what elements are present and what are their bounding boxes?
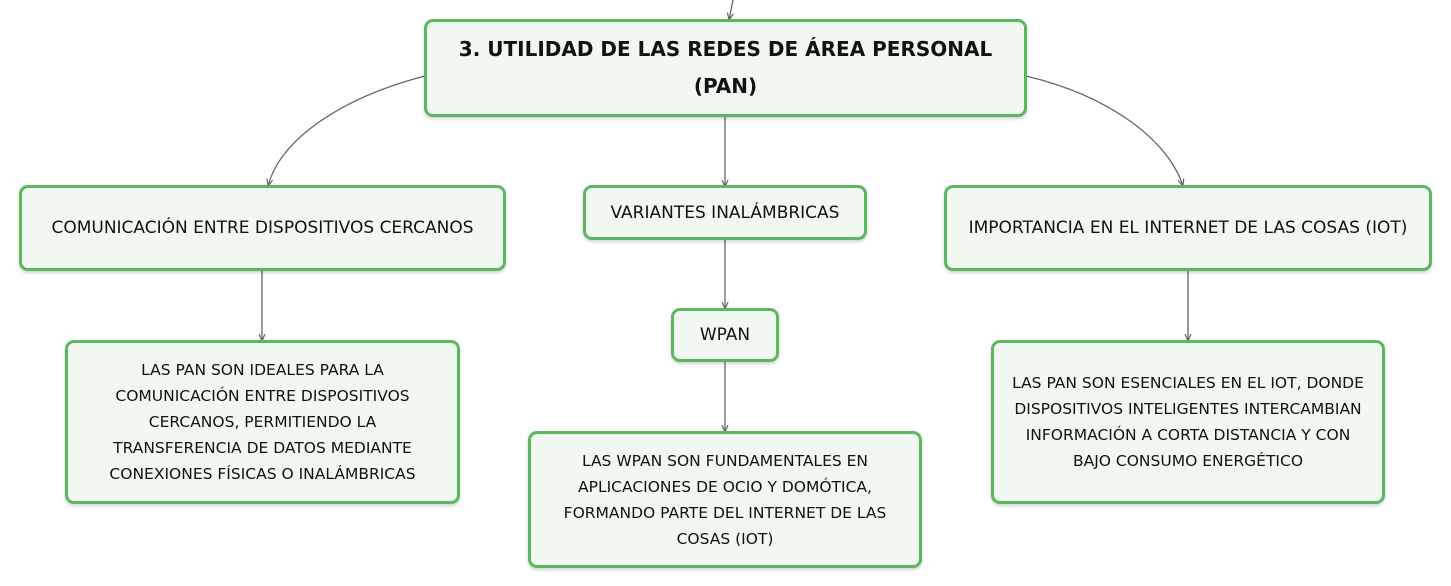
detail-node-comunicacion[interactable]: LAS PAN SON IDEALES PARA LA COMUNICACIÓN… [65, 340, 460, 504]
detail-text-comunicacion: LAS PAN SON IDEALES PARA LA COMUNICACIÓN… [109, 361, 416, 483]
detail-text-wpan: LAS WPAN SON FUNDAMENTALES EN APLICACION… [563, 451, 887, 548]
connector-parent-to-root [729, 0, 733, 20]
topic-label-comunicacion: COMUNICACIÓN ENTRE DISPOSITIVOS CERCANOS [51, 218, 474, 238]
detail-text-importancia-iot: LAS PAN SON ESENCIALES EN EL IOT, DONDE … [1012, 374, 1364, 470]
detail-node-wpan[interactable]: LAS WPAN SON FUNDAMENTALES EN APLICACION… [528, 431, 922, 568]
topic-node-variantes[interactable]: VARIANTES INALÁMBRICAS [583, 185, 867, 240]
root-topic-node[interactable]: 3. UTILIDAD DE LAS REDES DE ÁREA PERSONA… [424, 19, 1027, 117]
topic-node-importancia-iot[interactable]: IMPORTANCIA EN EL INTERNET DE LAS COSAS … [944, 185, 1432, 271]
connector-root-to-left-topic [268, 75, 426, 186]
subtopic-label-wpan: WPAN [699, 325, 751, 345]
topic-label-variantes: VARIANTES INALÁMBRICAS [610, 202, 840, 223]
topic-node-comunicacion[interactable]: COMUNICACIÓN ENTRE DISPOSITIVOS CERCANOS [19, 185, 506, 271]
root-topic-label: 3. UTILIDAD DE LAS REDES DE ÁREA PERSONA… [458, 37, 993, 98]
subtopic-node-wpan[interactable]: WPAN [671, 308, 779, 362]
detail-node-importancia-iot[interactable]: LAS PAN SON ESENCIALES EN EL IOT, DONDE … [991, 340, 1385, 504]
topic-label-importancia-iot: IMPORTANCIA EN EL INTERNET DE LAS COSAS … [968, 218, 1408, 238]
connector-root-to-right-topic [1025, 75, 1183, 186]
